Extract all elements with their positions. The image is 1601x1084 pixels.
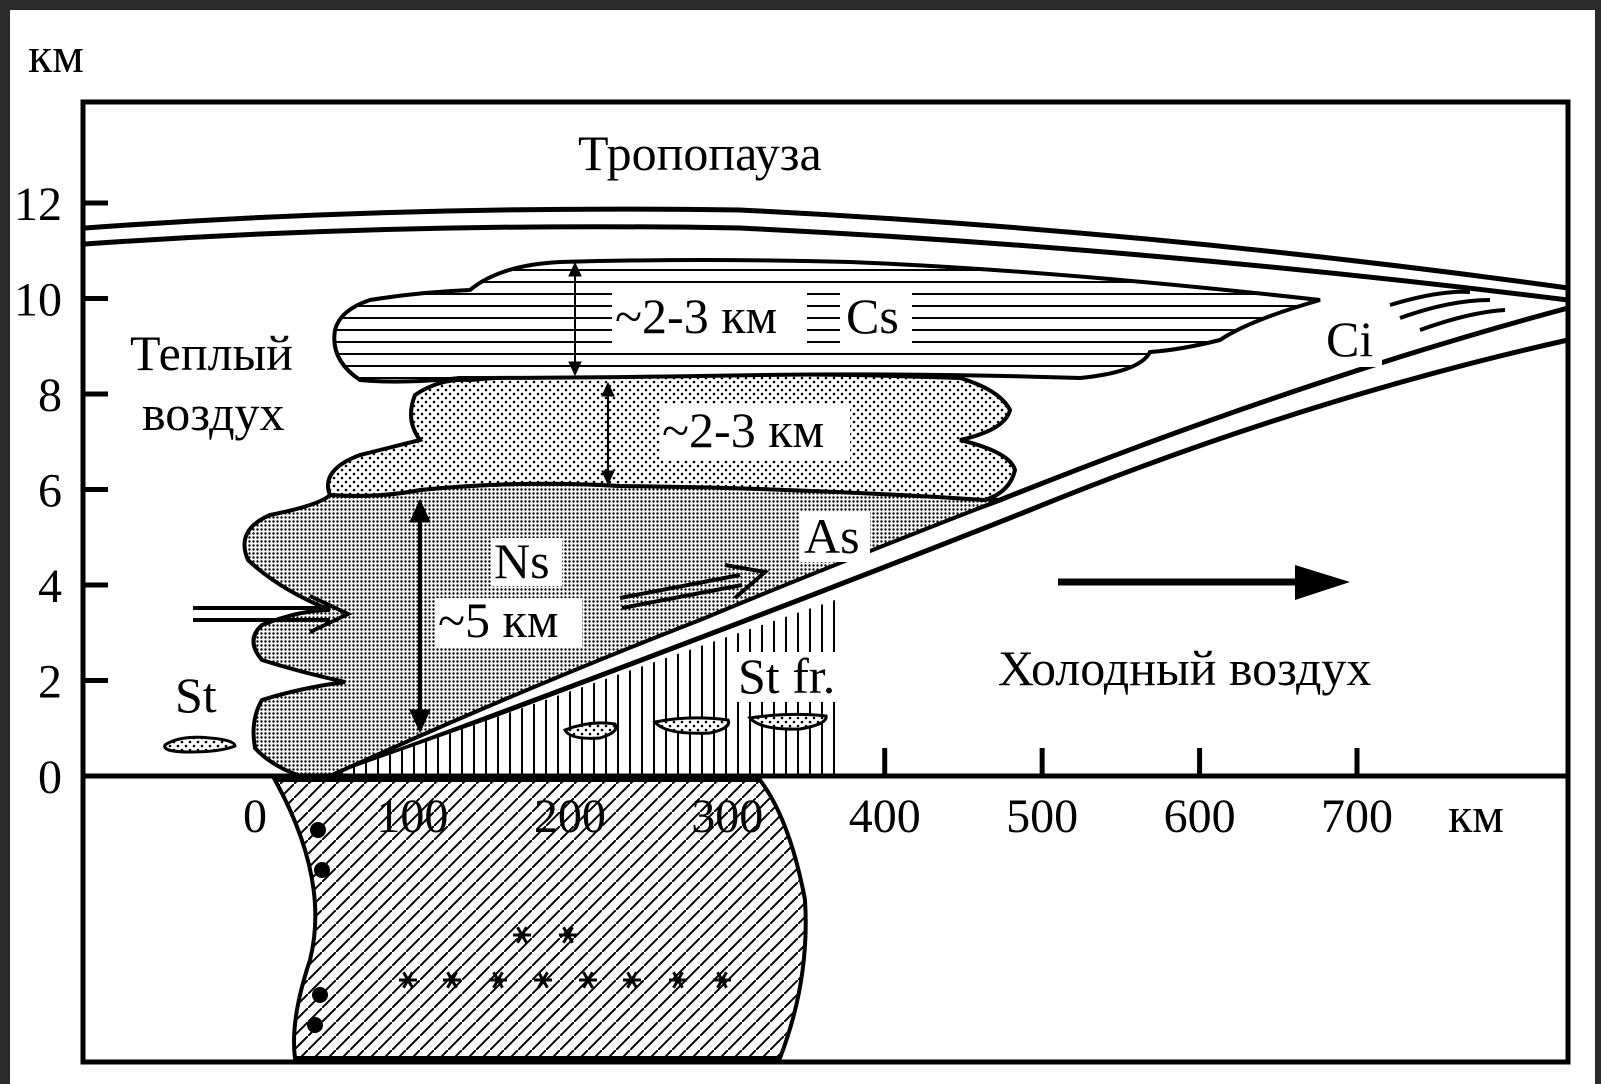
cold-air-label: Холодный воздух — [998, 640, 1371, 696]
tropopause-label: Тропопауза — [578, 125, 822, 181]
warm-air-label-1: Теплый — [130, 325, 293, 381]
x-axis-unit: км — [1448, 787, 1504, 843]
y-tick-label: 12 — [14, 178, 62, 231]
st-fr-label: St fr. — [738, 648, 835, 704]
y-axis-unit: км — [28, 27, 84, 83]
x-tick-label: 300 — [691, 790, 763, 843]
y-tick-label: 4 — [38, 560, 62, 613]
y-tick-label: 8 — [38, 369, 62, 422]
ci-label: Ci — [1326, 311, 1373, 367]
y-tick-label: 2 — [38, 656, 62, 709]
x-tick-label: 500 — [1006, 790, 1078, 843]
x-tick-label: 600 — [1164, 790, 1236, 843]
ns-label: Ns — [494, 533, 550, 589]
warm-air-label-2: воздух — [142, 385, 285, 441]
cs-label: Cs — [846, 288, 899, 344]
x-tick-label: 0 — [243, 790, 267, 843]
cs-thickness-label: ~2-3 км — [615, 288, 777, 344]
x-tick-label: 200 — [534, 790, 606, 843]
as-label: As — [804, 508, 860, 564]
st-clouds — [165, 737, 235, 752]
x-tick-label: 400 — [849, 790, 921, 843]
st-label: St — [175, 667, 217, 723]
x-tick-label: 100 — [376, 790, 448, 843]
y-tick-label: 0 — [38, 751, 62, 804]
y-tick-label: 10 — [14, 274, 62, 327]
x-tick-label: 700 — [1321, 790, 1393, 843]
ns-thickness-label: ~5 км — [438, 592, 558, 648]
y-tick-label: 6 — [38, 465, 62, 518]
as-thickness-label: ~2-3 км — [662, 402, 824, 458]
